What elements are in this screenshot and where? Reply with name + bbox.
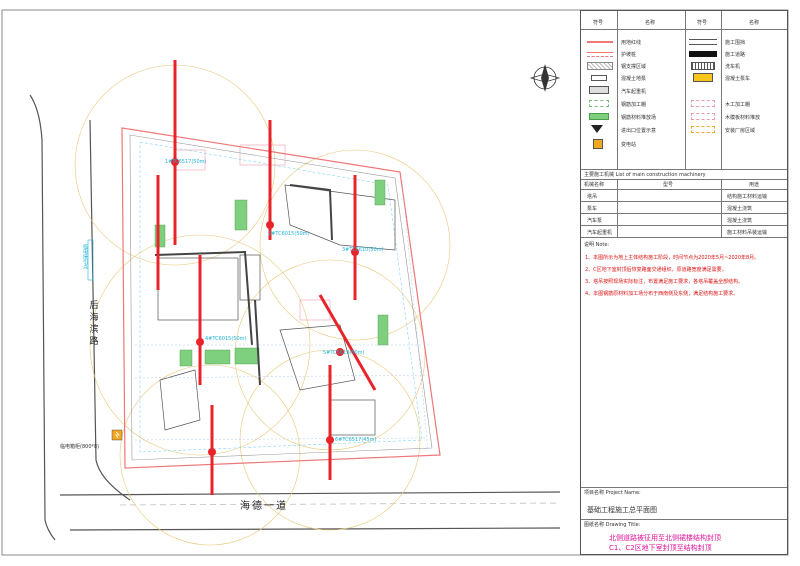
remarks-title: 说明 Note: <box>584 242 610 248</box>
legend-item-right-7: 安装厂房区域 <box>725 128 756 134</box>
crane-label-2: 2#TC6015(50m) <box>268 231 310 237</box>
drawing-title-label: 图纸名称 Drawing Title: <box>584 522 641 528</box>
west-road-edge-inner <box>89 119 131 501</box>
crane-label-4: 4#TC6015(50m) <box>205 336 247 342</box>
substation-icon <box>111 429 123 441</box>
remark-line-2: 2、C区地下室封顶后恢复路面交通组织，原道路宽度满足需要。 <box>585 267 727 273</box>
truck-crane-swatch <box>589 86 609 94</box>
legend-item-left-1: 护坡桩 <box>621 52 637 58</box>
legend-item-left-3: 混凝土地泵 <box>621 76 647 82</box>
legend-header-name-1: 名称 <box>645 20 656 26</box>
entrance-icon <box>591 125 603 133</box>
legend-item-right-2: 洗车机 <box>725 64 741 70</box>
crane-5-jib <box>318 294 377 391</box>
machinery-row-0-use: 结构施工材料运输 <box>727 194 768 200</box>
machinery-row-2-use: 混凝土浇筑 <box>727 218 753 224</box>
legend-item-left-8: 变电站 <box>621 142 637 148</box>
crane-label-3: 3#TC5610(50m) <box>342 247 384 253</box>
machinery-row-1-name: 泵车 <box>587 206 598 212</box>
wood-shed-swatch <box>691 100 715 107</box>
remark-line-4: 4、本图钢筋原材料加工场分布于西南侧及东侧，满足结构施工要求。 <box>585 291 739 297</box>
legend-item-right-1: 施工道路 <box>725 52 746 58</box>
drawing-note-1: 北侧道路被征用至北侧裙楼结构封顶 <box>609 534 721 542</box>
machinery-row-1-use: 混凝土浇筑 <box>727 206 753 212</box>
rebar-shed-swatch <box>589 100 609 107</box>
legend-item-right-5: 木工加工棚 <box>725 102 751 108</box>
machinery-row-2-name: 汽车泵 <box>587 218 603 224</box>
remark-line-1: 1、本图所示为地上主体结构施工阶段，时间节点为2020年5月~2020年8月。 <box>585 255 760 261</box>
machinery-row-3-name: 汽车起重机 <box>587 230 613 236</box>
remark-line-3: 3、塔吊按照现场实际标注，布置满足施工要求，各塔吊覆盖全部结构。 <box>585 279 744 285</box>
machinery-row-3-use: 施工材料吊装运输 <box>727 230 768 236</box>
machinery-row-0-name: 塔吊 <box>587 194 598 200</box>
project-name-label: 项目名称 Project Name: <box>584 490 641 496</box>
south-road-edge <box>59 491 561 496</box>
substation-label: 临电箱柜(800*8) <box>60 444 100 450</box>
south-road-label: 海德一道 <box>240 501 288 512</box>
north-arrow-icon <box>529 64 561 92</box>
machinery-header-name: 机械名称 <box>584 182 605 188</box>
legend-item-right-3: 混凝土泵车 <box>725 76 751 82</box>
steel-support-swatch <box>587 62 613 70</box>
machinery-header-use: 用途 <box>749 182 760 188</box>
legend-item-left-4: 汽车起重机 <box>621 89 647 95</box>
pump-truck-swatch <box>693 73 713 82</box>
factory-area-swatch <box>691 126 715 133</box>
machinery-header-model: 型号 <box>663 182 674 188</box>
legend-header-symbol-2: 符号 <box>697 20 708 26</box>
green-yards <box>154 179 389 367</box>
legend-item-left-0: 用地红线 <box>621 40 642 46</box>
wood-yard-swatch <box>691 113 715 120</box>
drawing-note-2: C1、C2区地下室封顶至结构封顶 <box>609 544 712 552</box>
fence-swatch <box>689 39 717 45</box>
substation-legend-icon <box>593 139 603 149</box>
legend-item-right-6: 木模板材料堆放 <box>725 115 761 121</box>
crane-label-5: 5#TC5613(50m) <box>323 350 365 356</box>
machinery-title: 主要施工机械 List of main construction machine… <box>584 172 706 178</box>
legend-header-name-2: 名称 <box>749 20 760 26</box>
west-note: 临电接引点 <box>82 244 88 269</box>
west-road-edge <box>29 94 56 541</box>
rebar-yard-swatch <box>589 113 609 120</box>
building-footprints <box>157 184 396 436</box>
title-block: 符号 名称 符号 名称 用地红线 施工围挡 护坡桩 施工道路 钢支撑区域 洗车机… <box>580 10 788 555</box>
site-boundary <box>121 127 441 469</box>
boundary-line-swatch <box>587 41 613 43</box>
legend-item-left-2: 钢支撑区域 <box>621 64 647 70</box>
crane-label-1: 1#TC6517(50m) <box>165 159 207 165</box>
road-swatch <box>689 51 717 57</box>
project-name: 基础工程施工总平面图 <box>587 506 657 514</box>
legend-item-left-7: 进出口位置示意 <box>621 128 657 134</box>
legend-item-left-6: 钢筋材料堆放场 <box>621 115 657 121</box>
legend-header-symbol-1: 符号 <box>593 20 604 26</box>
legend-item-right-0: 施工围挡 <box>725 40 746 46</box>
pump-swatch <box>591 75 607 81</box>
wash-machine-swatch <box>691 62 715 70</box>
legend-item-left-5: 钢筋加工棚 <box>621 102 647 108</box>
pile-swatch <box>587 52 613 57</box>
west-road-label: 后 海 滨 路 <box>89 301 99 347</box>
crane-label-6: 6#TC6517(45m) <box>335 437 377 443</box>
